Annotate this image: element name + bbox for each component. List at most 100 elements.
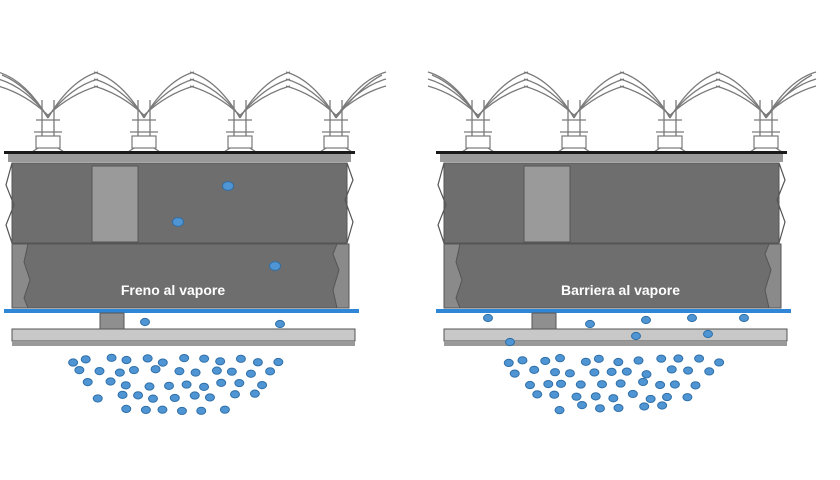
vapor-droplet-icon xyxy=(556,379,567,388)
vapor-droplet-icon xyxy=(150,365,161,374)
vapor-droplet-icon xyxy=(549,390,560,399)
vapor-droplet-icon xyxy=(234,378,245,388)
vapor-droplet-icon xyxy=(483,313,493,323)
vapor-droplet-icon xyxy=(540,356,551,366)
truss-icon xyxy=(0,71,387,153)
vapor-droplet-icon xyxy=(641,315,651,325)
vapor-droplet-icon xyxy=(147,394,158,403)
vapor-droplet-icon xyxy=(273,357,284,367)
vapor-droplet-icon xyxy=(613,403,624,413)
vapor-droplet-icon xyxy=(275,319,285,329)
vapor-droplet-icon xyxy=(94,367,105,376)
right-broken-edge xyxy=(332,243,350,309)
vapor-droplet-icon xyxy=(571,392,582,401)
vapor-droplet-icon xyxy=(543,379,554,389)
vapor-droplet-icon xyxy=(179,353,190,363)
vapor-droplet-icon xyxy=(593,354,604,363)
vapor-droplet-icon xyxy=(181,380,192,389)
vapor-droplet-icon xyxy=(204,393,215,402)
vapor-droplet-icon xyxy=(157,358,168,367)
left-broken-edge xyxy=(11,243,31,309)
vapor-droplet-icon xyxy=(529,365,540,374)
vapor-droplet-icon xyxy=(683,366,694,375)
vapor-membrane xyxy=(4,309,359,313)
service-batten xyxy=(99,312,125,330)
vapor-droplet-icon xyxy=(704,367,715,376)
vapor-droplet-icon xyxy=(142,354,153,363)
vapor-droplet-icon xyxy=(74,366,85,375)
vapor-droplet-icon xyxy=(555,354,566,363)
vapor-droplet-icon xyxy=(269,261,281,271)
vapor-droplet-icon xyxy=(656,354,667,363)
deck-line xyxy=(436,151,787,154)
vapor-droplet-icon xyxy=(657,401,668,410)
vapor-droplet-icon xyxy=(114,368,125,377)
vapor-droplet-icon xyxy=(589,368,600,377)
vapor-droplet-icon xyxy=(703,329,713,339)
vapor-droplet-icon xyxy=(615,379,626,388)
vapor-droplet-icon xyxy=(226,367,237,376)
vapor-droplet-icon xyxy=(121,355,132,365)
vapor-droplet-icon xyxy=(597,380,608,389)
vapor-droplet-icon xyxy=(252,358,263,367)
vapor-droplet-icon xyxy=(140,317,150,327)
vapor-droplet-icon xyxy=(211,366,222,375)
vapor-droplet-icon xyxy=(638,377,649,387)
vapor-droplet-icon xyxy=(172,217,184,227)
vapor-droplet-icon xyxy=(140,405,151,415)
vapor-droplet-icon xyxy=(164,381,175,390)
vapor-droplet-icon xyxy=(121,404,132,413)
lower-insulation-layer xyxy=(451,243,772,309)
vapor-droplet-icon xyxy=(117,390,128,399)
interior-lining xyxy=(443,328,788,342)
vapor-droplet-icon xyxy=(673,354,684,363)
vapor-droplet-icon xyxy=(120,381,131,390)
vapor-droplet-icon xyxy=(169,393,180,403)
vapor-droplet-icon xyxy=(174,367,185,376)
vapor-droplet-icon xyxy=(517,356,528,365)
vapor-droplet-icon xyxy=(682,393,693,402)
upper-insulation-layer xyxy=(11,162,348,244)
vapor-membrane xyxy=(436,309,791,313)
right-broken-edge xyxy=(764,243,782,309)
service-batten xyxy=(531,312,557,330)
vapor-droplet-icon xyxy=(655,380,666,390)
vapor-droplet-icon xyxy=(585,319,595,329)
vapor-droplet-icon xyxy=(176,406,187,416)
left-broken-edge xyxy=(443,243,463,309)
vapor-droplet-icon xyxy=(144,382,155,391)
vapor-droplet-icon xyxy=(249,389,260,398)
vapor-droplet-icon xyxy=(215,357,226,366)
vapor-droplet-icon xyxy=(157,405,168,414)
vapor-droplet-icon xyxy=(661,392,672,402)
vapor-droplet-icon xyxy=(690,381,701,390)
wall-layer-icon xyxy=(440,154,783,162)
vapor-droplet-icon xyxy=(199,382,210,391)
vapor-droplet-icon xyxy=(82,378,93,387)
vapor-droplet-icon xyxy=(199,354,210,363)
vapor-droplet-icon xyxy=(196,406,207,415)
vapor-droplet-icon xyxy=(639,402,650,411)
vapor-droplet-icon xyxy=(641,370,652,379)
vapor-droplet-icon xyxy=(666,365,677,374)
vapor-droplet-icon xyxy=(627,389,638,399)
vapor-droplet-icon xyxy=(245,369,256,378)
lower-insulation-layer xyxy=(19,243,340,309)
vapor-droplet-icon xyxy=(575,380,586,389)
vapor-droplet-icon xyxy=(621,367,632,376)
vapor-droplet-icon xyxy=(606,367,617,376)
vapor-droplet-icon xyxy=(235,354,246,363)
vapor-droplet-icon xyxy=(524,380,535,390)
vapor-droplet-icon xyxy=(687,313,697,323)
vapor-droplet-icon xyxy=(68,358,79,367)
vapor-droplet-icon xyxy=(631,331,641,341)
upper-jagged-edge xyxy=(776,162,786,244)
panel-vapor-brake xyxy=(0,71,387,416)
vapor-droplet-icon xyxy=(509,369,520,378)
vapor-droplet-icon xyxy=(613,357,624,367)
vapor-droplet-icon xyxy=(714,358,725,367)
vapor-droplet-icon xyxy=(105,377,116,386)
vapor-droplet-icon xyxy=(532,390,543,399)
panel-vapor-barrier xyxy=(427,71,817,415)
interior-lining-edge xyxy=(12,341,355,346)
